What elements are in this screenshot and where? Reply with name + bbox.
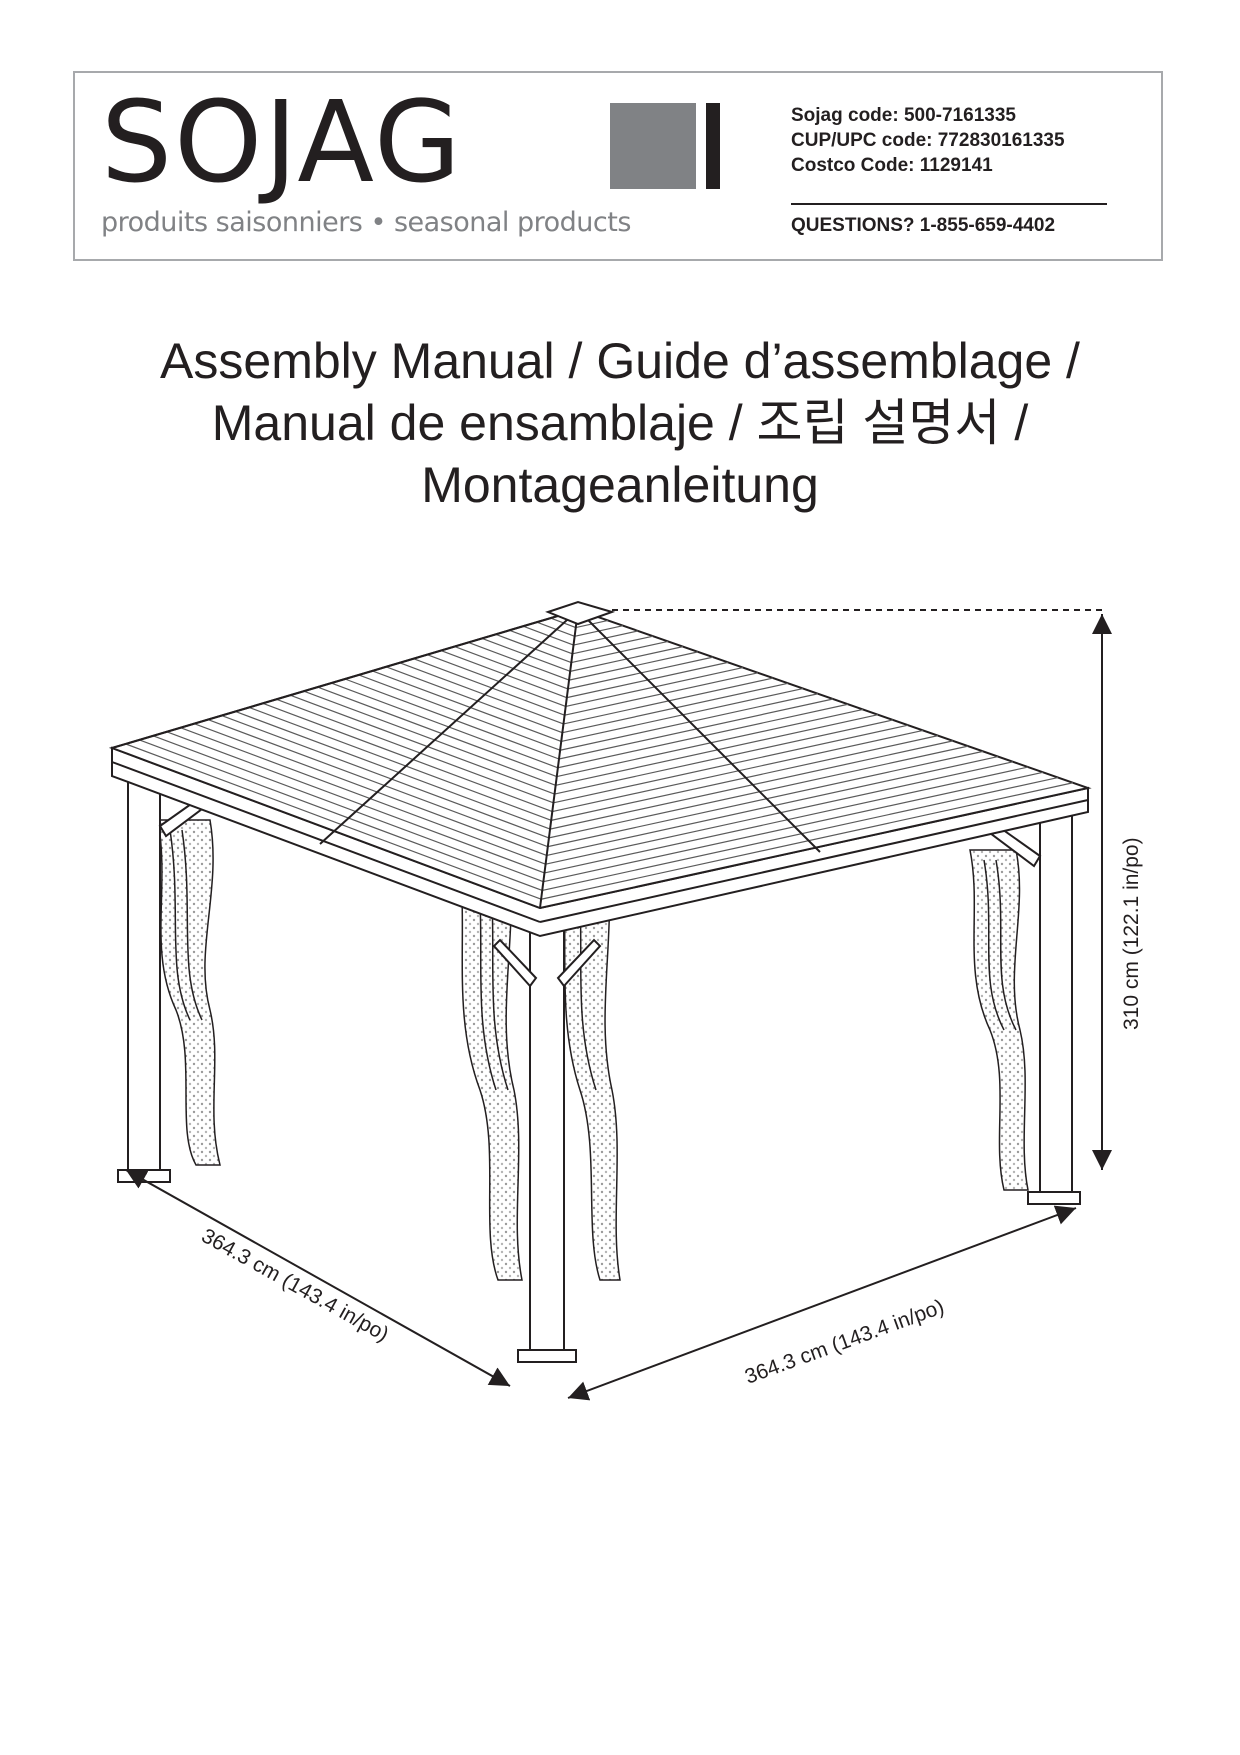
roof-slat [542, 776, 1059, 892]
roof-slat [194, 723, 547, 856]
roof-slat [399, 662, 564, 725]
roof-slat [303, 690, 556, 786]
roof-slat [495, 633, 572, 664]
title-line-2: Manual de ensamblaje / 조립 설명서 / [211, 395, 1029, 451]
upc-code: CUP/UPC code: 772830161335 [791, 130, 1065, 151]
roof-slat [509, 629, 573, 655]
roof-slat [540, 782, 1074, 900]
logo-bar-icon [706, 103, 720, 189]
roof-slat [549, 740, 954, 830]
roof-slat [548, 745, 969, 839]
roof-slat [385, 666, 563, 734]
roof-slat [468, 641, 570, 681]
roof-slat [344, 678, 560, 760]
roof-slat [235, 710, 551, 830]
logo-square-icon [610, 103, 696, 189]
roof-slat [543, 771, 1044, 883]
logo-wordmark: SOJAG [101, 78, 463, 208]
roof-slat [481, 637, 571, 672]
page-title: Assembly Manual / Guide d’assemblage / M… [0, 330, 1240, 516]
title-line-3: Montageanleitung [421, 457, 819, 513]
front-right-post [984, 805, 1081, 1205]
roof-slat [547, 750, 984, 848]
height-dimension [612, 609, 1112, 1170]
tagline: produits saisonniers • seasonal products [101, 207, 631, 238]
roof-slat [248, 706, 552, 821]
roof-slat [317, 686, 557, 778]
header-box: SOJAG produits saisonniers • seasonal pr… [73, 71, 1163, 261]
roof-slat [358, 674, 561, 751]
roof-ridges [111, 600, 821, 909]
roof-slat [546, 756, 999, 856]
gazebo-illustration: 310 cm (122.1 in/po) 364.3 cm (143.4 in/… [0, 590, 1240, 1410]
roof-slat [454, 645, 569, 690]
depth-label: 364.3 cm (143.4 in/po) [198, 1224, 393, 1346]
roof-slat [372, 670, 562, 743]
height-label: 310 cm (122.1 in/po) [1120, 837, 1143, 1030]
title-line-1: Assembly Manual / Guide d’assemblage / [160, 333, 1080, 389]
roof-slat [207, 719, 549, 848]
roof-slat [440, 650, 568, 699]
roof-slat [427, 654, 566, 707]
roof-slat [544, 766, 1029, 874]
roof-slat [125, 743, 542, 900]
depth-dimension [125, 1169, 511, 1387]
roof-slat [413, 658, 565, 716]
roof-slat [276, 698, 554, 804]
roof-slat [331, 682, 559, 769]
roof-slat [152, 735, 544, 883]
width-label: 364.3 cm (143.4 in/po) [742, 1295, 947, 1388]
roof-slat [180, 727, 546, 865]
sojag-code: Sojag code: 500-7161335 [791, 105, 1016, 126]
width-dimension [567, 1205, 1077, 1401]
roof-slat [166, 731, 545, 874]
header-divider [791, 203, 1107, 205]
product-codes: Sojag code: 500-7161335 CUP/UPC code: 77… [791, 103, 1065, 178]
costco-code: Costco Code: 1129141 [791, 155, 993, 176]
questions-phone: QUESTIONS? 1-855-659-4402 [791, 215, 1056, 236]
gazebo-drawing: 310 cm (122.1 in/po) 364.3 cm (143.4 in/… [108, 600, 1143, 1401]
roof-slat [262, 702, 553, 813]
roof-slat [289, 694, 555, 795]
roof-slat [139, 739, 543, 892]
roof-slat [545, 761, 1014, 865]
roof-slat [221, 714, 550, 839]
